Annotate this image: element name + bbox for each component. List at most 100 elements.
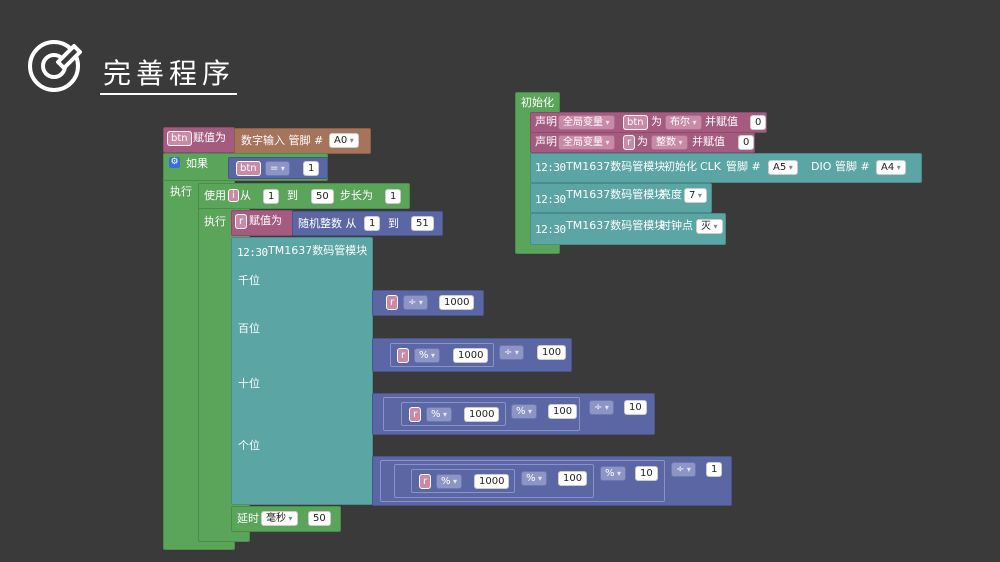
if-label: 如果 (186, 157, 208, 170)
thousands-label: 千位 (238, 274, 260, 287)
ones-op3[interactable]: % (600, 466, 627, 481)
decl2-declare: 声明 (535, 135, 557, 148)
brightness-dropdown[interactable]: 7 (684, 188, 707, 203)
settings-gear-icon[interactable]: ⚙ (169, 157, 180, 168)
tm1637-brightness-block[interactable] (530, 183, 712, 213)
tens-v2[interactable]: 100 (548, 404, 578, 419)
ones-inner-expr-outer (394, 464, 594, 498)
ones-inner-expr (411, 469, 515, 493)
delay-value[interactable]: 50 (308, 511, 331, 526)
random-from[interactable]: 1 (364, 216, 381, 231)
ones-inner-expr-outer2 (380, 460, 665, 502)
decl2-as: 为 (637, 135, 648, 148)
hundreds-var[interactable]: r (397, 348, 410, 363)
tm1637-label: TM1637数码管模块 (268, 244, 368, 257)
decl2-var[interactable]: r (623, 135, 636, 150)
thousands-op[interactable]: ÷ (403, 295, 428, 310)
tm-init-clk-pin-label: 管脚 # (726, 160, 761, 173)
ones-op4[interactable]: ÷ (671, 462, 696, 477)
decl1-declare: 声明 (535, 115, 557, 128)
tm-init-dio: DIO (811, 160, 832, 173)
tens-var[interactable]: r (409, 407, 422, 422)
random-label: 随机整数 从 (298, 217, 357, 230)
thousands-var[interactable]: r (386, 295, 399, 310)
assign-r-label: 赋值为 (249, 214, 282, 227)
tens-v1[interactable]: 1000 (464, 407, 500, 422)
for-to-value[interactable]: 50 (311, 189, 334, 204)
decl2-assign: 并赋值 (692, 135, 725, 148)
tm-init-init: 初始化 (664, 160, 697, 173)
for-use-label: 使用 (204, 189, 226, 202)
tm-init-dio-pin-label: 管脚 # (835, 160, 870, 173)
variable-btn[interactable]: btn (167, 131, 192, 146)
pencil-circle-logo-icon (28, 40, 82, 92)
decl1-value[interactable]: 0 (750, 115, 767, 130)
page-title: 完善程序 (103, 57, 236, 90)
hundreds-label: 百位 (238, 322, 260, 335)
decl2-scope[interactable]: 全局变量 (558, 135, 615, 150)
variable-r[interactable]: r (235, 214, 248, 229)
colon-dropdown[interactable]: 灭 (696, 219, 723, 234)
hundreds-v2[interactable]: 100 (537, 345, 567, 360)
tens-label: 十位 (238, 377, 260, 390)
for-from-value[interactable]: 1 (263, 189, 280, 204)
tm1637-display-block[interactable] (231, 237, 373, 505)
tens-op3[interactable]: ÷ (589, 400, 614, 415)
ones-v4[interactable]: 1 (706, 462, 723, 477)
decl2-value[interactable]: 0 (738, 135, 755, 150)
tm-init-clk: CLK (700, 160, 722, 173)
digital-input-label: 数字输入 管脚 # (241, 134, 324, 147)
compare-operator[interactable]: = (265, 161, 290, 176)
tm1637-colon-block[interactable] (530, 213, 726, 245)
for-to-label: 到 (287, 189, 298, 202)
tens-op1[interactable]: % (426, 407, 453, 422)
ones-v1[interactable]: 1000 (474, 474, 510, 489)
random-to[interactable]: 51 (411, 216, 434, 231)
decl1-type[interactable]: 布尔 (665, 115, 702, 130)
clk-pin-dropdown[interactable]: A5 (768, 160, 798, 175)
hundreds-op2[interactable]: ÷ (499, 345, 524, 360)
exec-label: 执行 (170, 185, 192, 198)
tm-colon-label: TM1637数码管模块 (566, 219, 666, 232)
ones-op2[interactable]: % (521, 471, 548, 486)
ones-label: 个位 (238, 439, 260, 452)
init-label: 初始化 (521, 96, 554, 109)
ones-op1[interactable]: % (436, 474, 463, 489)
hundreds-op1[interactable]: % (414, 348, 441, 363)
decl1-var[interactable]: btn (623, 115, 648, 130)
decl1-assign: 并赋值 (705, 115, 738, 128)
hundreds-inner-expr (390, 343, 494, 367)
for-loop-header[interactable] (198, 183, 410, 209)
tm-colon-colon: 时钟点 (660, 219, 693, 232)
for-step-value[interactable]: 1 (385, 189, 402, 204)
delay-label: 延时 (237, 512, 259, 525)
for-from-label: 从 (240, 189, 251, 202)
tens-v3[interactable]: 10 (624, 400, 647, 415)
tm-bright-bright: 亮度 (660, 188, 682, 201)
thousands-value[interactable]: 1000 (439, 295, 475, 310)
ones-v2[interactable]: 100 (558, 471, 588, 486)
decl1-as: 为 (651, 115, 662, 128)
ones-v3[interactable]: 10 (635, 466, 658, 481)
decl1-scope[interactable]: 全局变量 (558, 115, 615, 130)
for-exec-label: 执行 (204, 215, 226, 228)
hundreds-v1[interactable]: 1000 (453, 348, 489, 363)
pin-dropdown[interactable]: A0 (329, 133, 359, 148)
compare-var[interactable]: btn (236, 161, 261, 176)
tm1637-init-block[interactable] (530, 153, 922, 183)
tm-bright-label: TM1637数码管模块 (566, 188, 666, 201)
loop-var[interactable]: i (228, 189, 239, 202)
compare-value[interactable]: 1 (303, 161, 320, 176)
assign-label: 赋值为 (193, 131, 226, 144)
tens-inner-expr-outer (383, 397, 580, 431)
clock-display-icon: 12:30 (237, 246, 268, 259)
ones-var[interactable]: r (419, 474, 432, 489)
delay-unit-dropdown[interactable]: 毫秒 (261, 511, 298, 526)
random-to-label: 到 (388, 217, 399, 230)
for-step-label: 步长为 (340, 189, 373, 202)
tens-op2[interactable]: % (511, 404, 538, 419)
tm-init-label: TM1637数码管模块 (566, 160, 666, 173)
dio-pin-dropdown[interactable]: A4 (876, 160, 906, 175)
decl2-type[interactable]: 整数 (651, 135, 688, 150)
title-underline (100, 93, 237, 95)
